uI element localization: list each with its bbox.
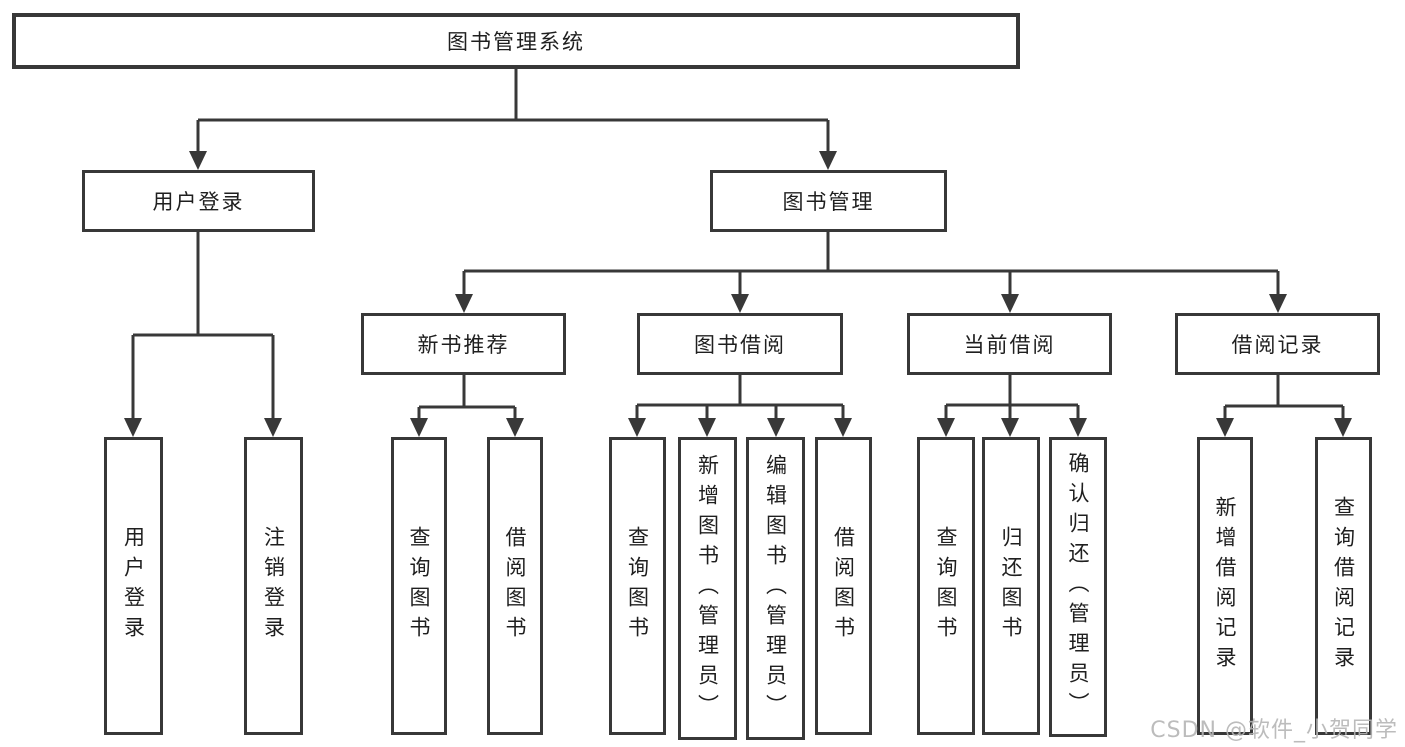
node-label: 借阅记录 xyxy=(1231,333,1324,357)
node-label: 归还图书 xyxy=(999,526,1024,646)
leaf-borrow-add-books-admin: 新增图书（管理员） xyxy=(678,437,737,740)
node-borrowing-records: 借阅记录 xyxy=(1175,313,1380,375)
node-label: 确认归还（管理员） xyxy=(1066,452,1091,722)
leaf-records-query-borrow-record: 查询借阅记录 xyxy=(1315,437,1372,735)
leaf-borrow-borrow-books: 借阅图书 xyxy=(815,437,872,735)
leaf-user-login: 用户登录 xyxy=(104,437,163,735)
leaf-records-add-borrow-record: 新增借阅记录 xyxy=(1197,437,1253,735)
leaf-logout: 注销登录 xyxy=(244,437,303,735)
leaf-recommend-query-books: 查询图书 xyxy=(391,437,447,735)
node-label: 用户登录 xyxy=(121,526,146,646)
node-label: 查询图书 xyxy=(625,526,650,646)
arrowheads xyxy=(124,151,1352,437)
node-user-login: 用户登录 xyxy=(82,170,315,232)
node-label: 查询图书 xyxy=(934,526,959,646)
node-label: 新增图书（管理员） xyxy=(695,453,720,724)
node-label: 借阅图书 xyxy=(831,526,856,646)
node-label: 编辑图书（管理员） xyxy=(763,453,788,724)
leaf-current-query-books: 查询图书 xyxy=(917,437,975,735)
node-label: 查询借阅记录 xyxy=(1331,496,1356,676)
csdn-watermark: CSDN @软件_小贺同学 xyxy=(1150,718,1398,743)
leaf-current-confirm-return-admin: 确认归还（管理员） xyxy=(1049,437,1107,737)
node-label: 图书管理 xyxy=(782,190,875,214)
leaf-recommend-borrow-books: 借阅图书 xyxy=(487,437,543,735)
node-label: 借阅图书 xyxy=(503,526,528,646)
node-label: 图书借阅 xyxy=(694,333,786,357)
node-label: 当前借阅 xyxy=(963,333,1056,357)
node-label: 用户登录 xyxy=(152,190,245,214)
node-current-borrowing: 当前借阅 xyxy=(907,313,1112,375)
node-book-management: 图书管理 xyxy=(710,170,947,232)
leaf-borrow-edit-books-admin: 编辑图书（管理员） xyxy=(746,437,805,740)
node-new-book-recommendation: 新书推荐 xyxy=(361,313,566,375)
node-label: 查询图书 xyxy=(407,526,432,646)
node-label: 注销登录 xyxy=(261,526,286,646)
node-label: 新书推荐 xyxy=(417,333,510,357)
leaf-borrow-query-books: 查询图书 xyxy=(609,437,666,735)
node-label: 图书管理系统 xyxy=(447,30,585,54)
leaf-current-return-books: 归还图书 xyxy=(982,437,1040,735)
node-book-borrowing: 图书借阅 xyxy=(637,313,843,375)
node-label: 新增借阅记录 xyxy=(1213,496,1238,676)
node-library-management-system: 图书管理系统 xyxy=(12,13,1020,69)
